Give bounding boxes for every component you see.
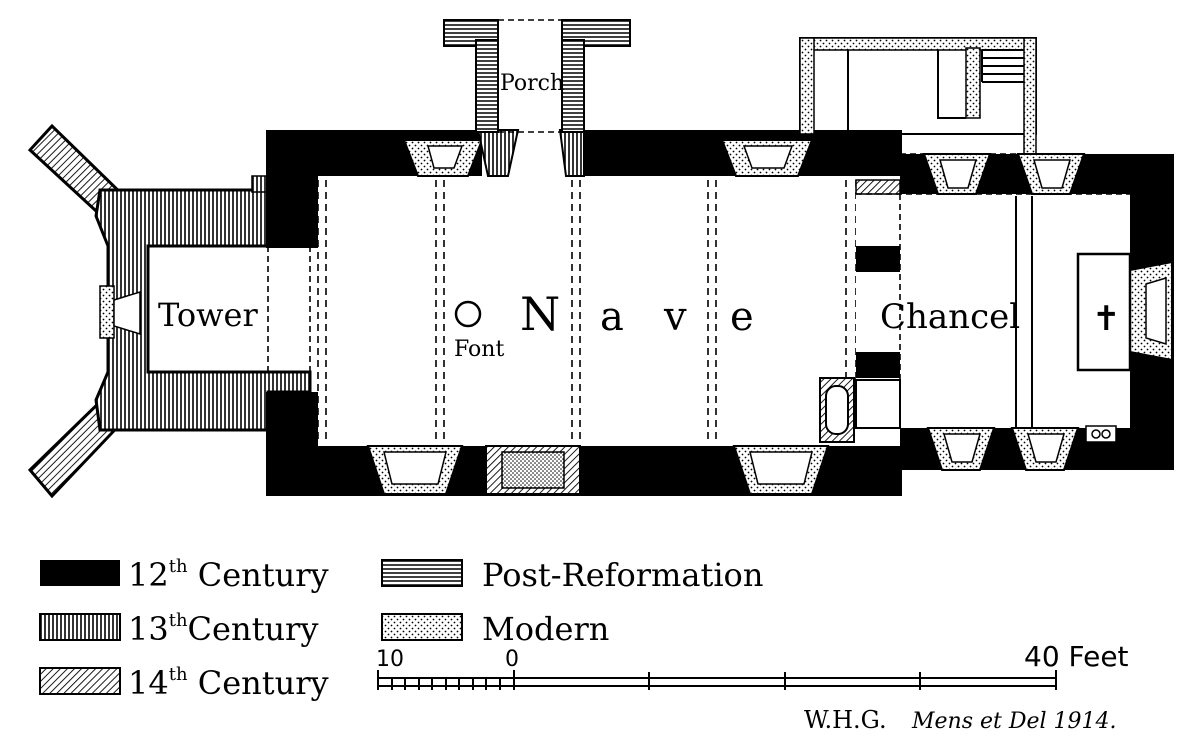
nave-letter-v: v bbox=[663, 294, 687, 340]
legend-13-rest: Century bbox=[188, 610, 319, 648]
legend-swatch-diagonal-hatch bbox=[39, 667, 121, 695]
legend-14-rest: Century bbox=[188, 664, 329, 702]
legend-swatch-solid bbox=[40, 560, 120, 586]
tower-label: Tower bbox=[158, 296, 258, 334]
nave: Font N a v e bbox=[266, 129, 902, 496]
altar-table bbox=[1076, 252, 1132, 372]
piscina bbox=[1085, 425, 1117, 443]
nave-south-window-1-glass bbox=[383, 451, 447, 485]
nave-letter-e: e bbox=[730, 294, 754, 340]
legend-item-modern: Modern bbox=[381, 610, 609, 648]
legend-item-13th-century: 13thCentury bbox=[39, 610, 318, 648]
altar-cross-icon: ✝ bbox=[1092, 299, 1121, 339]
nave-letter-n: N bbox=[520, 287, 560, 341]
nave-sw-return bbox=[266, 392, 318, 496]
svg-text:14th Century: 14th Century bbox=[128, 664, 329, 702]
porch: Porch bbox=[443, 19, 631, 133]
legend-item-12th-century: 12th Century bbox=[40, 556, 329, 594]
legend-13-sup: th bbox=[169, 610, 188, 631]
tower: Tower bbox=[27, 123, 312, 499]
porch-west-wall bbox=[475, 39, 499, 133]
legend-swatch-horizontal-hatch bbox=[381, 559, 463, 587]
legend-13-base: 13 bbox=[128, 610, 169, 648]
rood-stair bbox=[819, 377, 855, 443]
legend-12-base: 12 bbox=[128, 556, 169, 594]
scale-bar-ticks bbox=[377, 670, 1057, 690]
legend-item-14th-century: 14th Century bbox=[39, 664, 329, 702]
credit: W.H.G. Mens et Del 1914. bbox=[804, 706, 1117, 734]
scale-left-label: 10 bbox=[376, 647, 404, 672]
legend-14-sup: th bbox=[169, 664, 188, 685]
legend-item-post-reformation: Post-Reformation bbox=[381, 556, 763, 594]
nave-letter-a: a bbox=[600, 294, 624, 340]
scale-zero-label: 0 bbox=[505, 647, 519, 672]
legend-post-reformation-label: Post-Reformation bbox=[482, 556, 763, 594]
scale-bar-rule bbox=[377, 677, 1057, 687]
tower-west-window bbox=[99, 285, 115, 339]
scale-bar: 10 0 40 Feet bbox=[376, 640, 1129, 690]
chancel: ✝ Chancel bbox=[799, 37, 1174, 471]
chancel-screen-north bbox=[856, 246, 900, 272]
chancel-label: Chancel bbox=[880, 297, 1020, 337]
credit-note: Mens et Del 1914. bbox=[911, 709, 1117, 734]
legend-12-sup: th bbox=[169, 556, 188, 577]
porch-label: Porch bbox=[500, 71, 564, 96]
tower-window-splay bbox=[113, 290, 141, 336]
chancel-screen-south bbox=[856, 352, 900, 378]
svg-text:13thCentury: 13thCentury bbox=[128, 610, 318, 648]
font-label: Font bbox=[454, 337, 504, 362]
font-basin bbox=[454, 300, 482, 328]
legend-modern-label: Modern bbox=[482, 610, 609, 648]
nave-south-window-2-glass bbox=[749, 451, 813, 485]
scale-right-label: 40 Feet bbox=[1024, 640, 1129, 673]
nave-north-window-2-glass bbox=[742, 145, 794, 169]
porch-east-wall bbox=[561, 39, 585, 133]
legend: 12th Century 13thCentury 14th Century Po… bbox=[39, 556, 763, 702]
legend-12-rest: Century bbox=[188, 556, 329, 594]
nave-nw-return bbox=[266, 130, 318, 248]
nave-south-door-fill bbox=[501, 451, 565, 489]
nave-floor bbox=[318, 176, 856, 446]
legend-14-base: 14 bbox=[128, 664, 169, 702]
nave-north-window-1-glass bbox=[427, 145, 464, 169]
credit-author: W.H.G. bbox=[804, 706, 887, 734]
legend-swatch-vertical-hatch bbox=[39, 613, 121, 641]
legend-swatch-stipple bbox=[381, 613, 463, 641]
vestry bbox=[799, 37, 1037, 155]
chancel-arch-pier-north bbox=[855, 179, 901, 195]
door-jamb-west bbox=[476, 129, 520, 177]
svg-text:12th Century: 12th Century bbox=[128, 556, 329, 594]
